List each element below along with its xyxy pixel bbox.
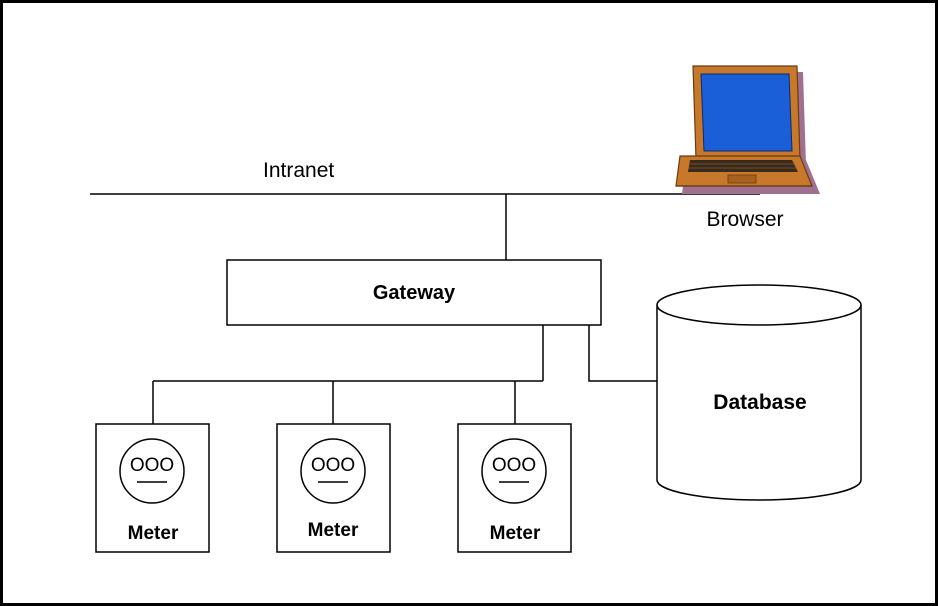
database-node: Database [656, 284, 862, 501]
meter-icon: OOO [300, 438, 366, 504]
intranet-label: Intranet [263, 159, 334, 182]
meter-icon: OOO [481, 438, 547, 504]
database-top [656, 284, 862, 326]
gateway-database-connector [588, 325, 657, 382]
database-label: Database [713, 391, 806, 414]
meter-dial: OOO [311, 455, 355, 476]
database-cylinder [656, 305, 862, 501]
meter-icon: OOO [119, 438, 185, 504]
laptop-icon [675, 65, 820, 194]
meter-label: Meter [128, 523, 179, 544]
gateway-node: Gateway [226, 259, 602, 326]
meter-label: Meter [308, 520, 359, 541]
gateway-box [226, 259, 602, 326]
gateway-label: Gateway [373, 282, 456, 304]
meter-dial: OOO [492, 455, 536, 476]
meter-node: OOO Meter [276, 423, 391, 553]
browser-label: Browser [706, 208, 783, 231]
meter-label: Meter [490, 523, 541, 544]
meter-node: OOO Meter [95, 423, 210, 553]
meter-node: OOO Meter [457, 423, 572, 553]
meter-dial: OOO [130, 455, 174, 476]
